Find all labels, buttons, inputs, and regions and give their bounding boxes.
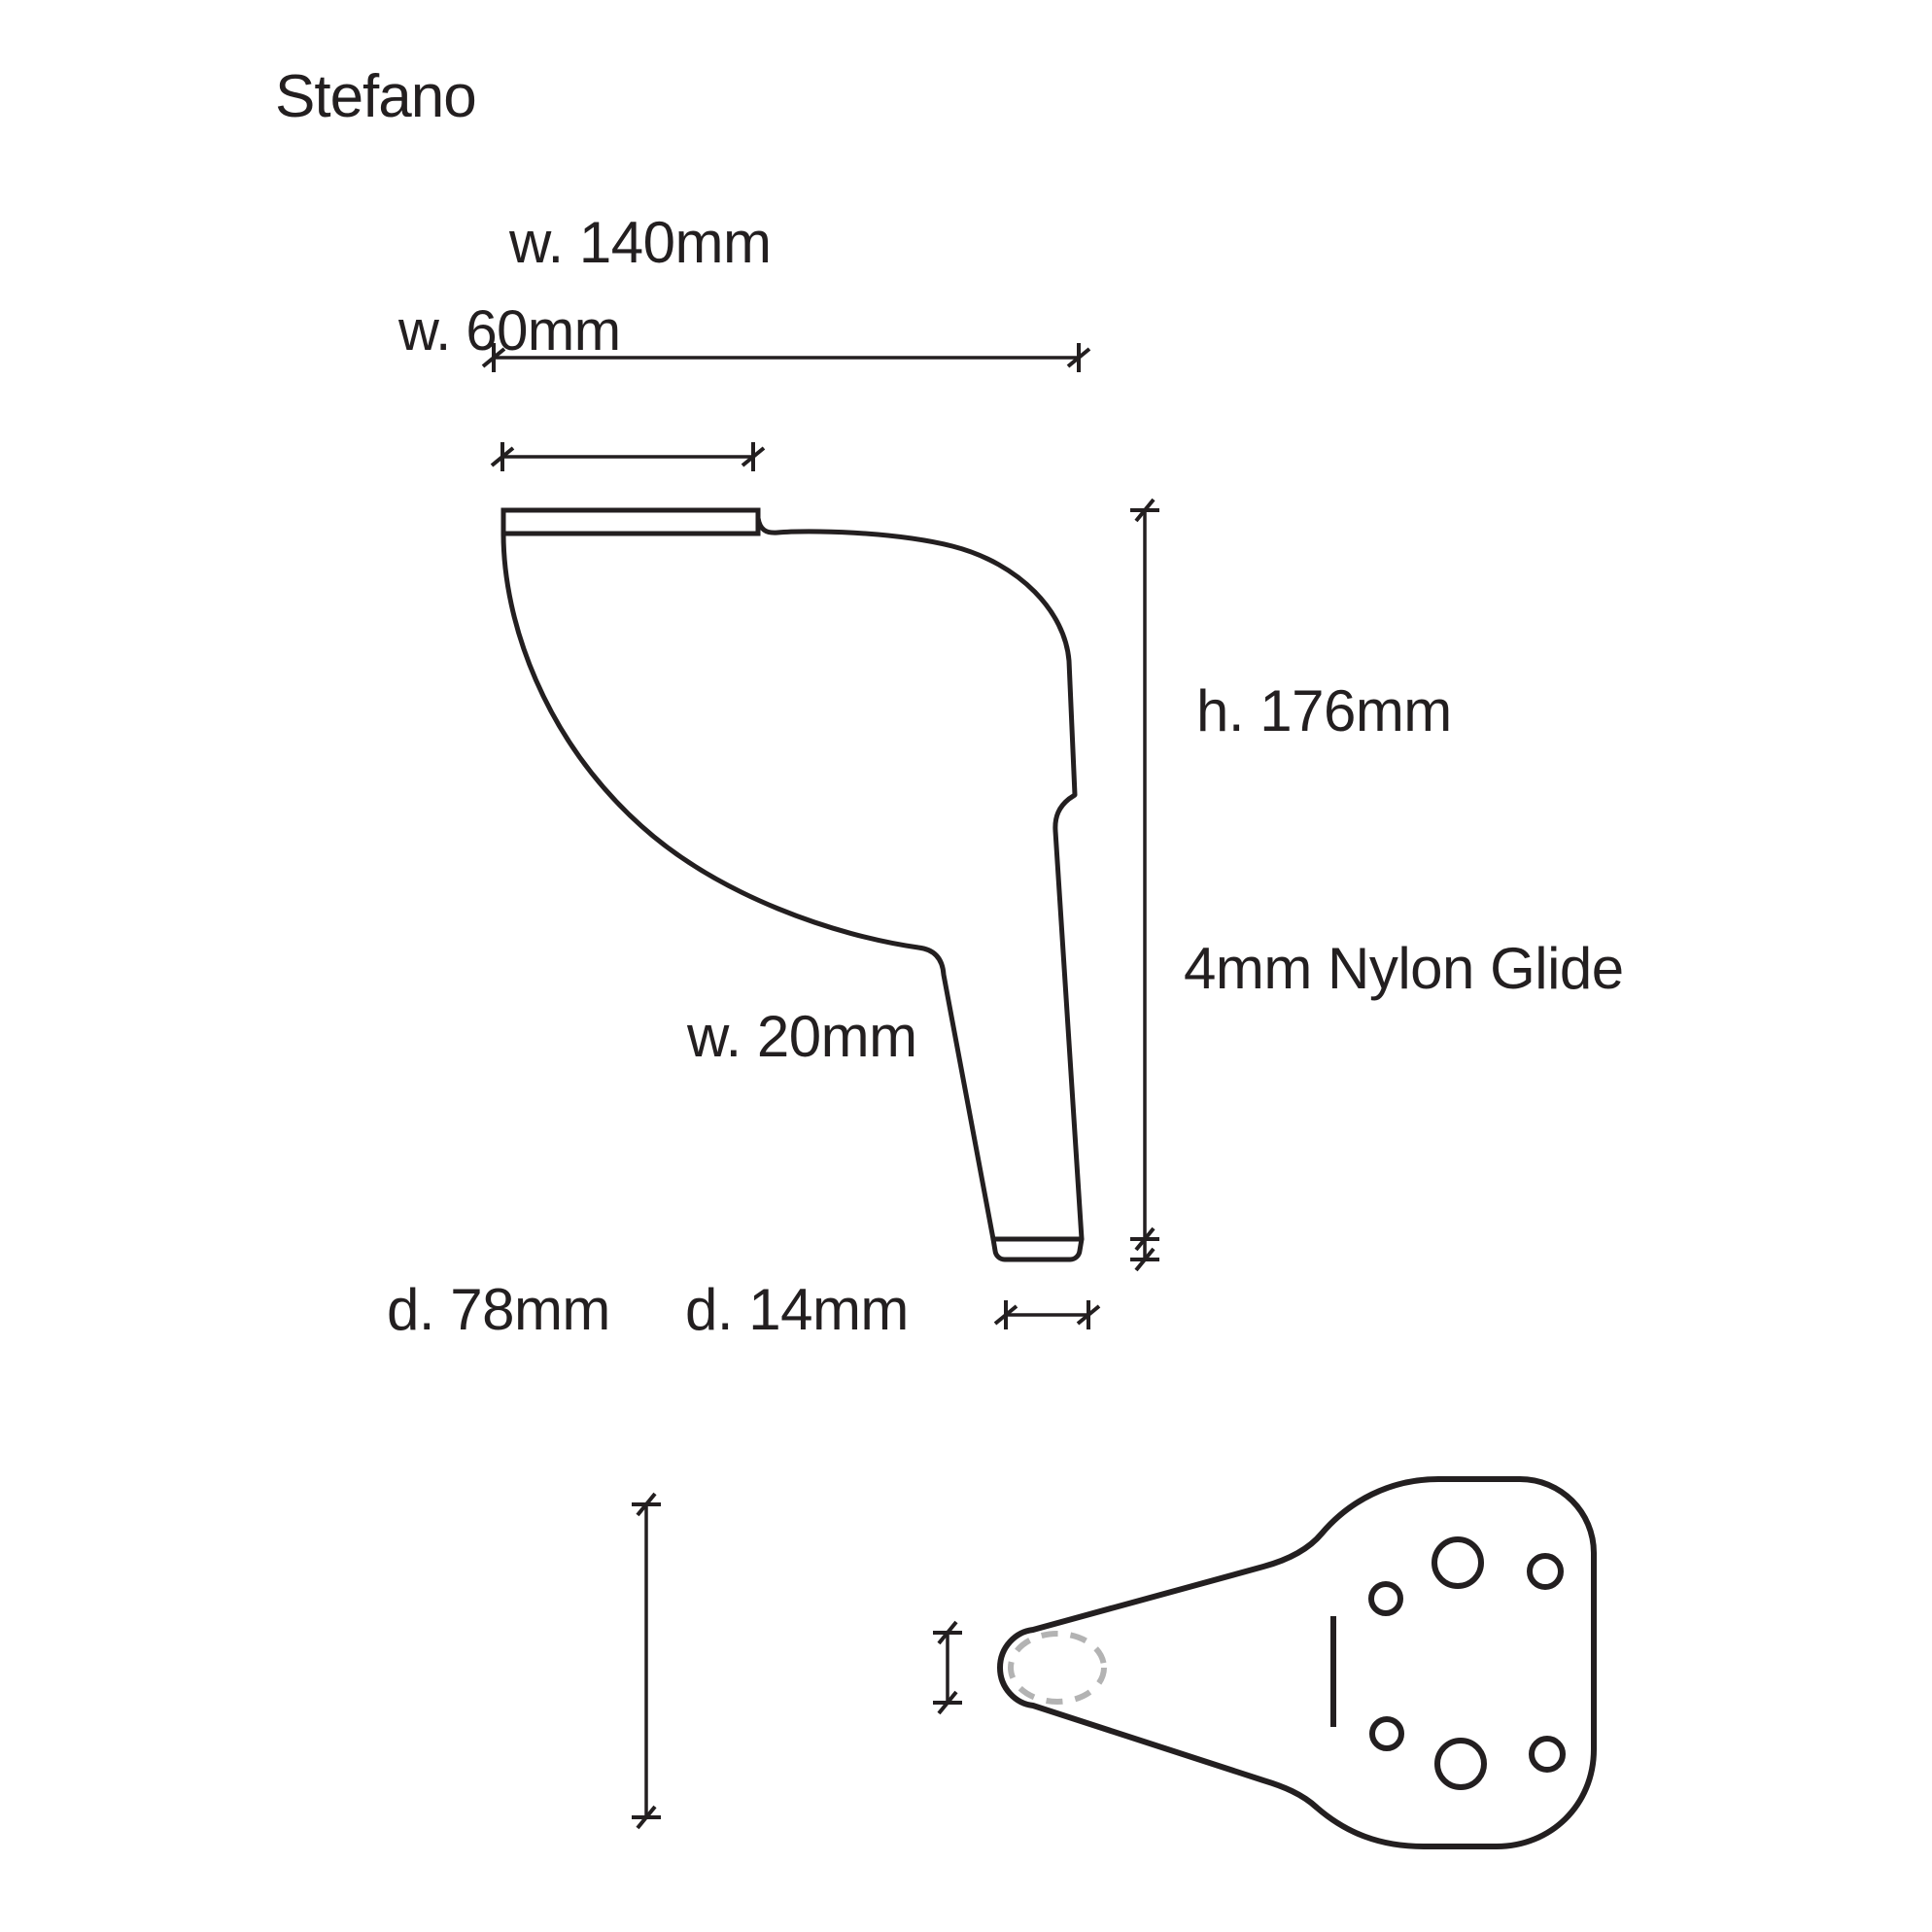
mounting-plate-profile bbox=[500, 507, 761, 536]
hidden-oval-outline bbox=[1008, 1631, 1107, 1705]
dimension-d78 bbox=[630, 1492, 663, 1830]
dimension-w60 bbox=[490, 440, 766, 473]
dimension-glide-thickness bbox=[1128, 1239, 1161, 1272]
plan-outline bbox=[997, 1476, 1597, 1849]
dimension-label-plate-depth: d. 78mm bbox=[387, 1277, 610, 1342]
fixing-hole-small-upper-left bbox=[1368, 1581, 1403, 1616]
nylon-glide-profile bbox=[990, 1236, 1085, 1262]
fixing-hole-large-lower bbox=[1434, 1738, 1487, 1790]
dimension-w20 bbox=[993, 1298, 1101, 1331]
leg-bottom-plan bbox=[997, 1476, 1597, 1849]
fixing-hole-small-lower-left bbox=[1369, 1716, 1404, 1751]
dimension-label-tongue-depth: d. 14mm bbox=[685, 1277, 909, 1342]
dimension-w140 bbox=[481, 341, 1091, 374]
page-title: Stefano bbox=[275, 63, 477, 130]
dimension-d14 bbox=[931, 1620, 964, 1715]
dimension-label-height: h. 176mm bbox=[1196, 678, 1452, 743]
dimension-label-plate-width: w. 60mm bbox=[398, 299, 621, 362]
annotation-nylon-glide: 4mm Nylon Glide bbox=[1184, 936, 1624, 1001]
fixing-hole-small-upper-right bbox=[1527, 1553, 1564, 1590]
dimension-h176 bbox=[1128, 498, 1161, 1252]
fixing-hole-large-upper bbox=[1432, 1536, 1484, 1589]
dimension-label-foot-width: w. 20mm bbox=[687, 1004, 917, 1069]
leg-body-profile bbox=[500, 510, 1085, 1242]
fixing-hole-small-lower-right bbox=[1529, 1736, 1566, 1773]
leg-side-elevation bbox=[500, 507, 1085, 1262]
dimension-label-top-width: w. 140mm bbox=[509, 210, 772, 275]
